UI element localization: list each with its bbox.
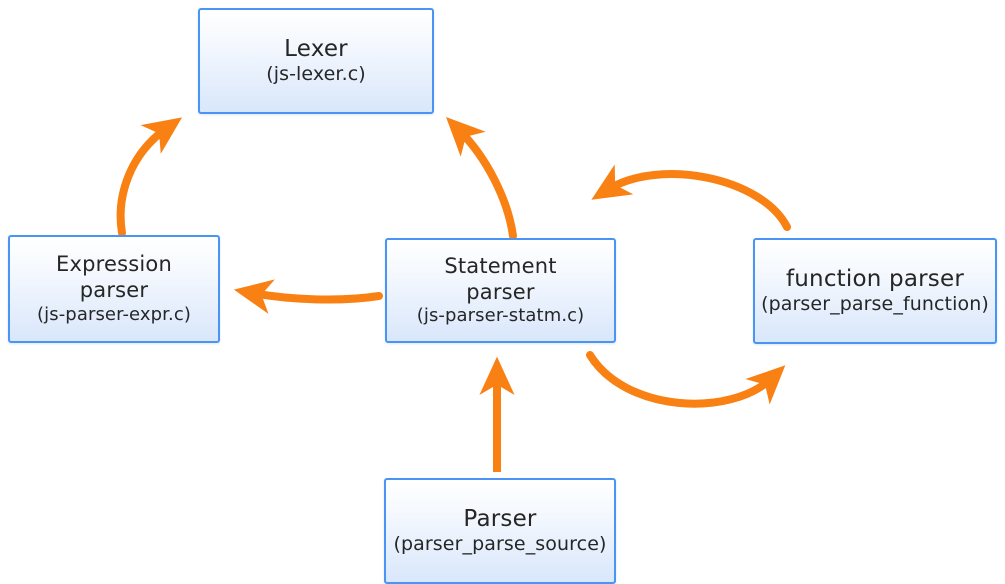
node-expression-parser-title-line1: Expression [56,252,172,277]
node-statement-parser-subtitle: (js-parser-statm.c) [416,305,585,327]
node-statement-parser-title-line1: Statement [444,253,557,278]
node-lexer-subtitle: (js-lexer.c) [266,63,366,86]
node-statement-parser[interactable]: Statement parser (js-parser-statm.c) [385,238,616,343]
edge-expression-parser-to-lexer [116,117,183,237]
node-function-parser-title: function parser [785,266,964,293]
node-parser-title: Parser [463,506,537,533]
node-parser-subtitle: (parser_parse_source) [393,533,607,556]
node-function-parser-subtitle: (parser_parse_function) [761,293,989,316]
edge-statement-parser-to-expression-parser [233,279,383,314]
edge-statement-parser-to-lexer [445,116,517,240]
edge-statement-parser-to-function-parser [586,351,786,408]
node-statement-parser-title-line2: parser [466,279,535,304]
node-expression-parser-subtitle: (js-parser-expr.c) [37,303,191,325]
node-lexer[interactable]: Lexer (js-lexer.c) [198,8,434,114]
node-lexer-title: Lexer [284,36,348,63]
node-parser[interactable]: Parser (parser_parse_source) [384,478,616,584]
edge-function-parser-to-statement-parser [591,164,791,231]
node-expression-parser-title-line2: parser [79,278,149,303]
node-expression-parser[interactable]: Expression parser (js-parser-expr.c) [8,235,220,343]
node-function-parser[interactable]: function parser (parser_parse_function) [753,238,997,344]
